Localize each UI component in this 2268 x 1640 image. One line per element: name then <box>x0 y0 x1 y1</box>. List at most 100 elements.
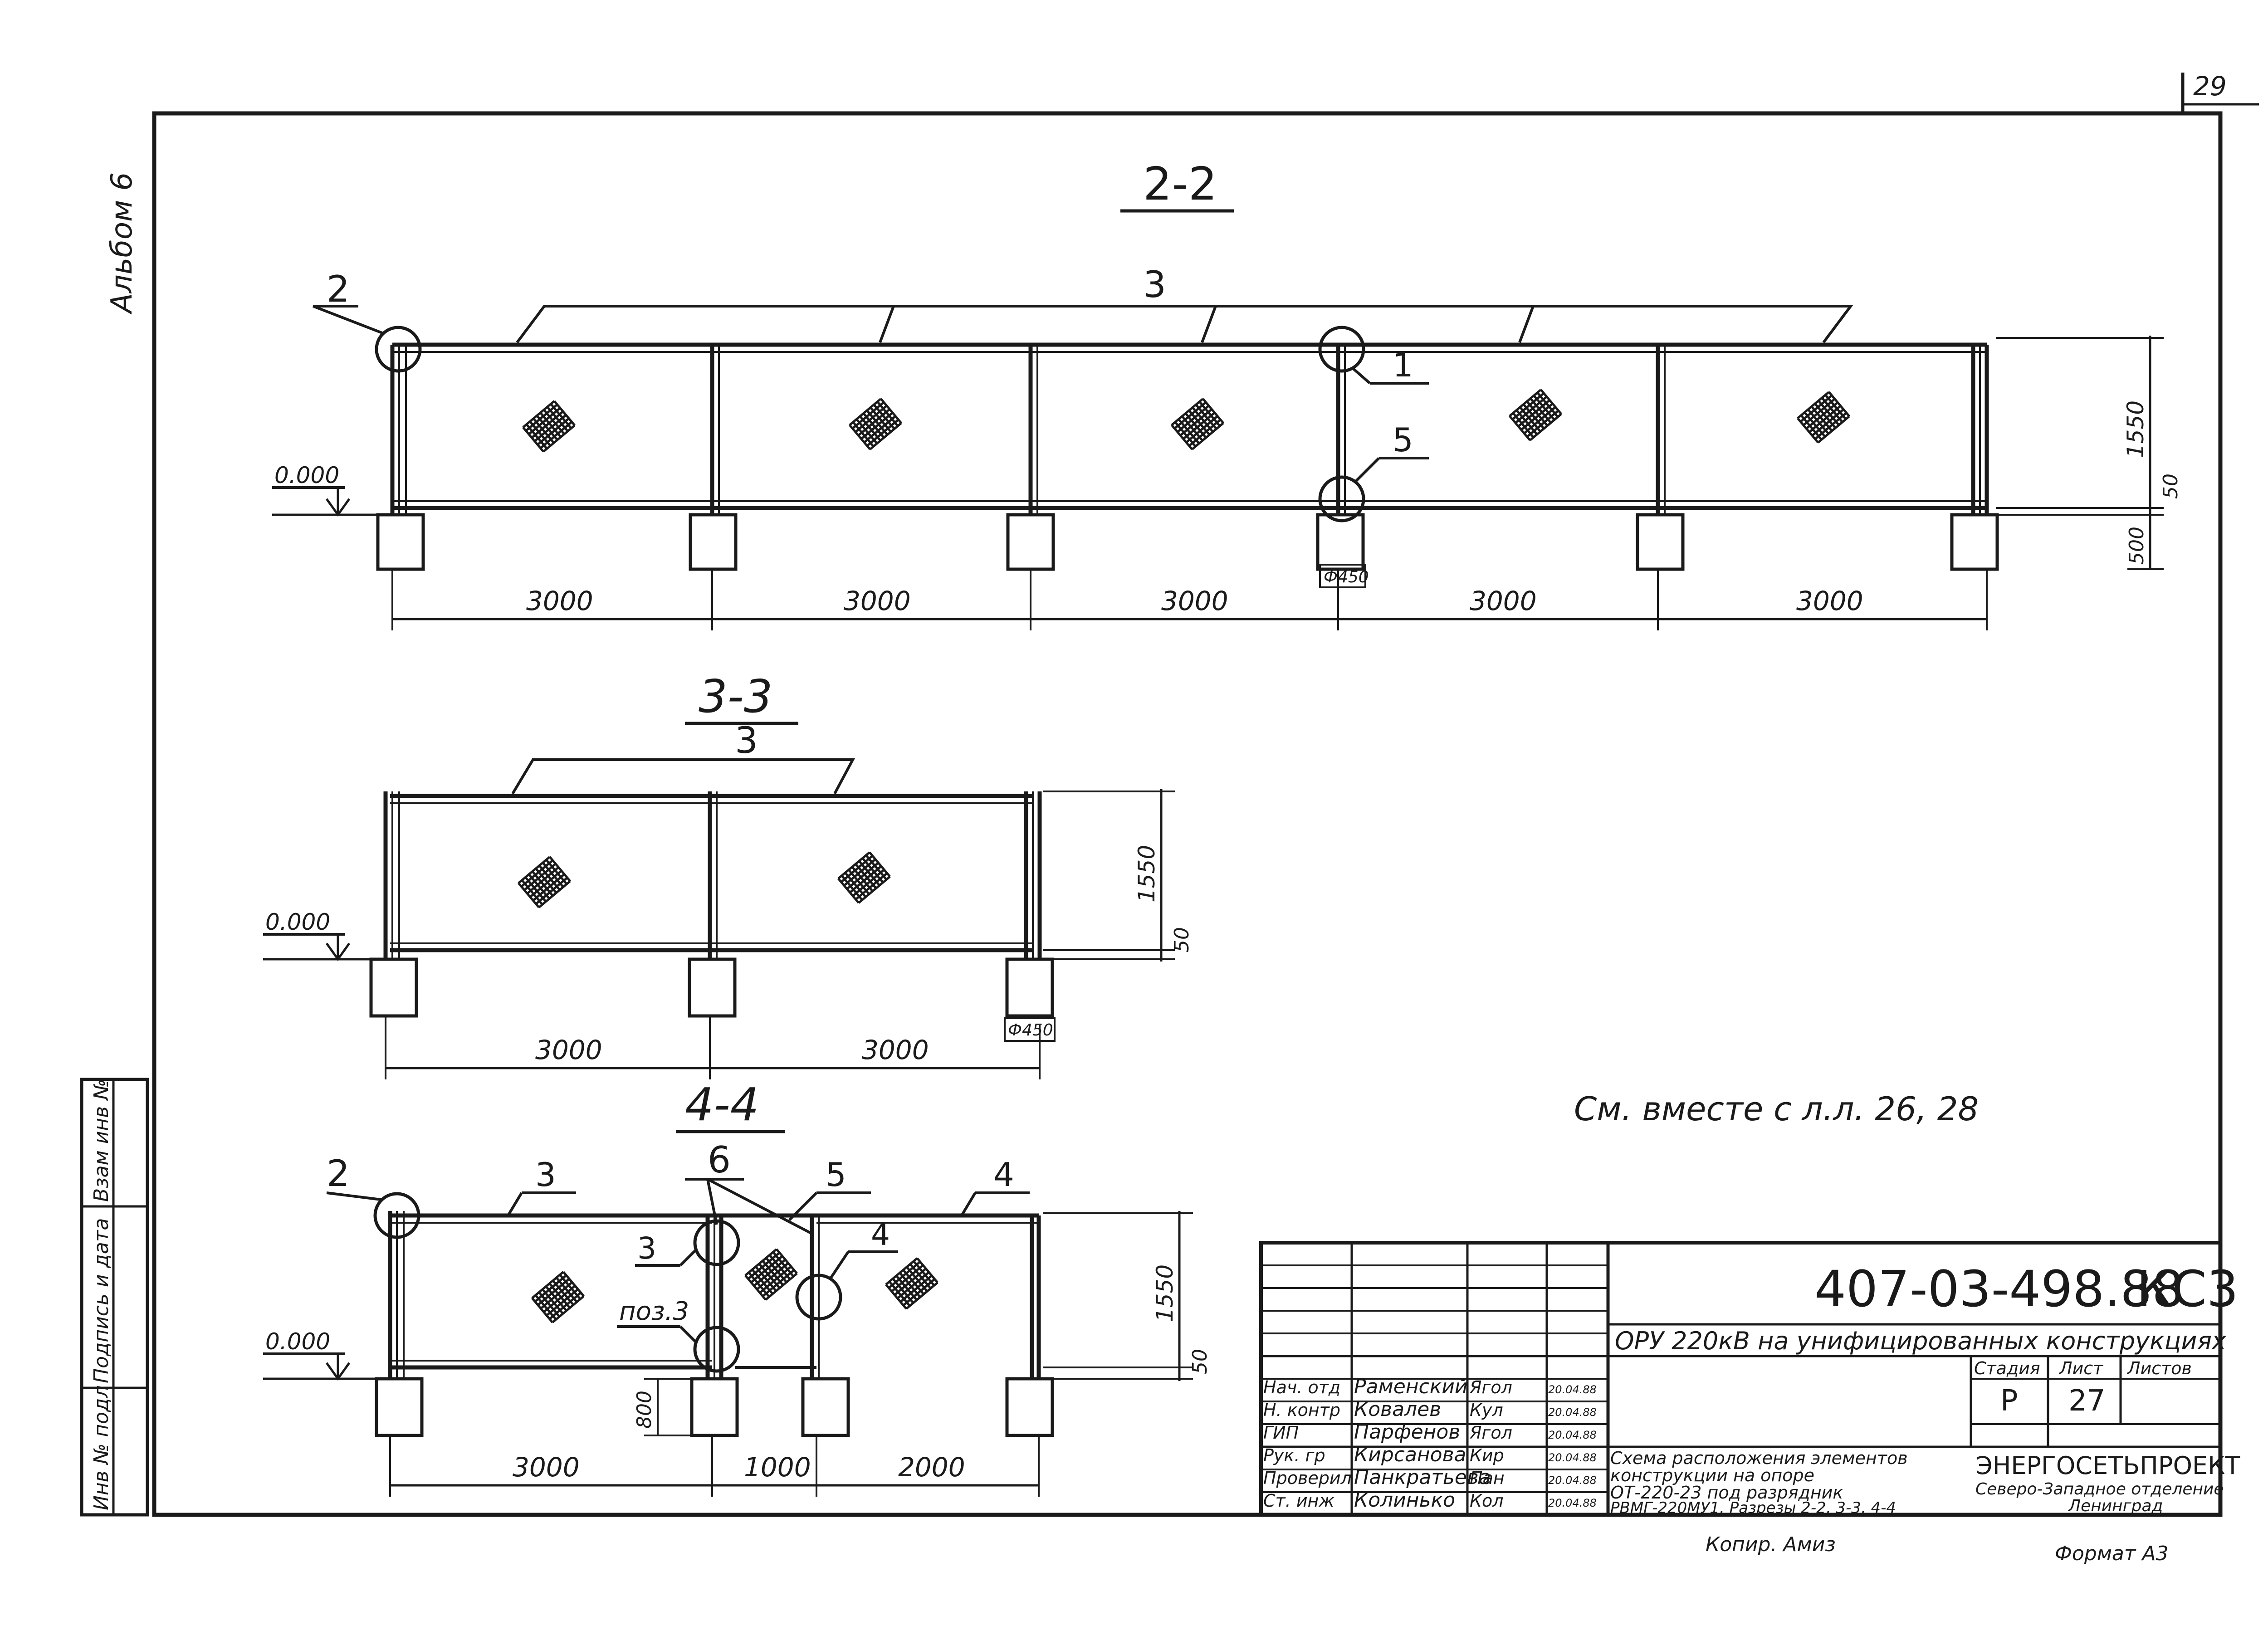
signer-name: Раменский <box>1354 1375 1468 1398</box>
section-3-3: 3-3 3 0.000 <box>263 670 1193 1079</box>
signer-signature: Кул <box>1470 1400 1503 1420</box>
sheet-value: 27 <box>2068 1384 2105 1418</box>
doc-mark: КС3 <box>2136 1260 2239 1318</box>
dia-3-3: Ф450 <box>1008 1021 1053 1040</box>
span-2-2-3: 3000 <box>1161 586 1228 616</box>
signer-name: Ковалев <box>1354 1398 1441 1421</box>
signer-role: Проверил <box>1263 1468 1352 1488</box>
stamp-sign: Подпись и дата <box>90 1218 113 1383</box>
signer-date: 20.04.88 <box>1548 1429 1597 1441</box>
callout-4-4-4b: 4 <box>871 1217 890 1252</box>
signer-signature: Ягол <box>1469 1377 1512 1397</box>
span-4-4-3: 2000 <box>898 1452 965 1483</box>
mesh-symbol <box>518 856 571 908</box>
span-2-2-1: 3000 <box>526 586 593 616</box>
section-title-3-3: 3-3 <box>699 670 772 723</box>
side-stamp: Инв № подл Подпись и дата Взам инв № <box>80 1078 149 1517</box>
callout-4-4-3b: 3 <box>637 1231 656 1266</box>
vertical-dims-2-2: 1550 50 500 <box>1996 336 2182 570</box>
span-3-3-2: 3000 <box>862 1035 929 1065</box>
format-label: Формат А3 <box>2055 1542 2169 1565</box>
signer-role: Ст. инж <box>1263 1491 1334 1511</box>
copied-by: Копир. Амиз <box>1706 1533 1836 1556</box>
stage-value: Р <box>2000 1384 2018 1418</box>
signer-name: Колинько <box>1354 1489 1455 1512</box>
callout-3: 3 <box>1143 264 1166 306</box>
mesh-symbol <box>849 398 902 450</box>
depth-2-2: 500 <box>2125 527 2148 565</box>
signer-date: 20.04.88 <box>1548 1406 1597 1419</box>
page-number: 29 <box>2193 71 2227 102</box>
org-name: ЭНЕРГОСЕТЬПРОЕКТ <box>1975 1451 2240 1480</box>
signer-signature: Пан <box>1470 1468 1505 1488</box>
span-2-2-4: 3000 <box>1470 586 1537 616</box>
callout-1: 1 <box>1393 346 1413 384</box>
height-4-4: 1550 <box>1152 1264 1178 1322</box>
callout-3-3: 3 <box>735 719 758 761</box>
signer-role: Рук. гр <box>1263 1445 1325 1465</box>
vertical-dims-3-3: 1550 50 <box>1043 789 1193 962</box>
signer-name: Панкратьева <box>1354 1466 1491 1489</box>
drawing-title-3: ОТ-220-23 под разрядник <box>1610 1483 1843 1503</box>
level-4-4: 0.000 <box>265 1328 330 1355</box>
span-4-4-2: 1000 <box>744 1452 811 1483</box>
sheet-head: Лист <box>2058 1358 2104 1378</box>
signer-signature: Кол <box>1470 1491 1504 1511</box>
signer-signature: Ягол <box>1469 1423 1512 1443</box>
section-2-2: 2-2 <box>272 157 2182 630</box>
signer-date: 20.04.88 <box>1548 1474 1597 1487</box>
callout-5: 5 <box>1393 421 1413 459</box>
sheet-frame <box>152 73 2259 1517</box>
mesh-symbol <box>1797 391 1850 444</box>
mesh-symbol <box>531 1271 585 1323</box>
section-4-4: 4-4 2 <box>263 1078 1212 1497</box>
callout-4-4-4: 4 <box>993 1156 1014 1194</box>
title-block: 407-03-498.88 КС3 ОРУ 220кВ на унифициро… <box>1259 1241 2240 1517</box>
vertical-dims-4-4: 1550 50 <box>1043 1211 1212 1381</box>
height-2-2: 1550 <box>2122 400 2149 458</box>
drawing-title-4: РВМГ-220МУ1. Разрезы 2-2, 3-3, 4-4 <box>1610 1499 1896 1517</box>
stamp-replace: Взам инв № <box>90 1079 113 1202</box>
mesh-4-4 <box>531 1248 938 1323</box>
gap-4-4: 50 <box>1188 1349 1212 1374</box>
signer-role: Н. контр <box>1263 1400 1340 1420</box>
span-3-3-1: 3000 <box>535 1035 602 1065</box>
mesh-symbol <box>837 851 891 904</box>
mesh-symbol <box>1171 398 1224 450</box>
signer-signature: Кир <box>1470 1445 1504 1465</box>
see-also-note: См. вместе с л.л. 26, 28 <box>1574 1090 1979 1128</box>
section-title-4-4: 4-4 <box>685 1078 759 1131</box>
foundations-4-4 <box>375 1377 1054 1437</box>
posts-2-2 <box>390 345 1989 515</box>
callout-4-4-poz: поз.3 <box>619 1297 689 1326</box>
org-city: Ленинград <box>2068 1497 2163 1515</box>
depth-4-4: 800 <box>633 1391 656 1429</box>
album-label: Альбом 6 <box>105 172 139 315</box>
span-2-2-5: 3000 <box>1796 586 1863 616</box>
gap-3-3: 50 <box>1170 927 1193 952</box>
posts-4-4 <box>388 1211 1041 1379</box>
stamp-inv: Инв № подл <box>90 1385 113 1510</box>
mesh-symbol <box>1509 389 1562 441</box>
dimension-spans-3-3: 3000 3000 <box>385 1016 1041 1079</box>
span-4-4-1: 3000 <box>513 1452 580 1483</box>
height-3-3: 1550 <box>1134 845 1160 903</box>
mesh-symbol <box>744 1248 798 1301</box>
mesh-3-3 <box>518 851 891 908</box>
section-title-2-2: 2-2 <box>1143 157 1217 210</box>
gap-2-2: 50 <box>2159 473 2182 499</box>
stage-head: Стадия <box>1974 1358 2040 1378</box>
level-3-3: 0.000 <box>265 909 330 935</box>
foundations-2-2 <box>376 513 1999 571</box>
dia-2-2: Ф450 <box>1324 568 1369 586</box>
callout-4-4-2: 2 <box>327 1152 350 1195</box>
dimension-spans-2-2: 3000 3000 3000 3000 3000 <box>391 569 1988 630</box>
callout-4-4-3: 3 <box>535 1156 556 1194</box>
foundations-3-3 <box>369 957 1054 1018</box>
callout-4-4-5: 5 <box>826 1156 846 1194</box>
callout-2: 2 <box>327 268 350 310</box>
signer-role: Нач. отд <box>1263 1377 1340 1397</box>
span-2-2-2: 3000 <box>844 586 911 616</box>
